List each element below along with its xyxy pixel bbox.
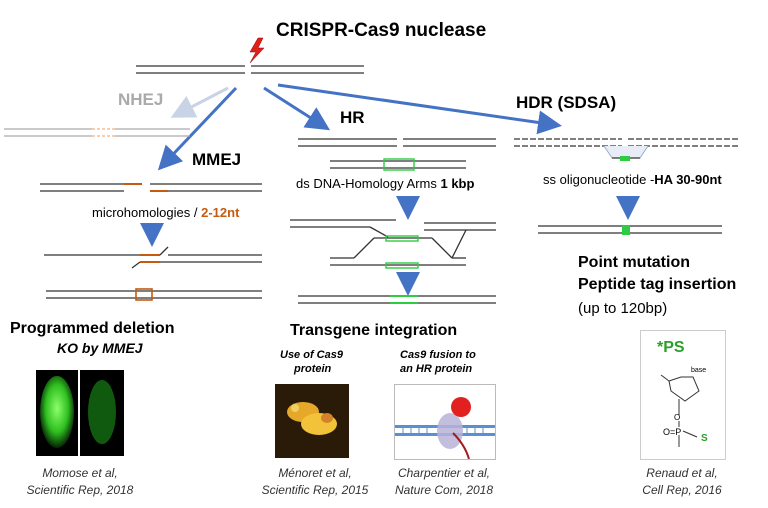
arrow-to-hdr [277,83,562,135]
mmej-note-prefix: microhomologies / [92,205,202,220]
hr-left-citation-line2: Scientific Rep, 2015 [261,483,369,497]
base-label: base [691,367,707,374]
hr-left-caption-line1: Use of Cas9 [280,349,343,361]
hr-left-citation: Ménoret et al, Scientific Rep, 2015 [260,465,370,499]
mmej-citation-line2: Scientific Rep, 2018 [26,483,134,497]
mmej-note-range: 2-12nt [201,205,240,220]
arrow-to-nhej [170,86,229,118]
hdr-repaired-dna [538,225,722,235]
hdr-broken-dna [514,138,740,161]
hdr-note-prefix: ss oligonucleotide - [543,172,655,187]
mmej-embryo-image-left [36,370,78,456]
s-label: S [701,433,708,444]
hr-outcome-title: Transgene integration [290,322,458,339]
hr-right-caption-line1: Cas9 fusion to [400,349,476,361]
hr-left-caption-line2: protein [294,363,332,375]
label-nhej: NHEJ [118,90,164,109]
hr-invasion-dna [290,219,496,269]
hr-right-caption: Cas9 fusion to an HR protein [400,348,476,376]
target-dna [136,65,364,74]
hdr-outcome-line1: Point mutation [578,254,690,271]
hdr-citation-line2: Cell Rep, 2016 [642,483,722,497]
mmej-repaired-dna [46,288,262,301]
hdr-citation: Renaud et al, Cell Rep, 2016 [620,465,744,499]
hdr-note-size: HA 30-90nt [654,172,722,187]
mmej-note: microhomologies / 2-12nt [92,205,239,220]
hr-note: ds DNA-Homology Arms 1 kbp [296,176,474,191]
mmej-outcome-sub: KO by MMEJ [57,340,143,356]
op-label: O=P [663,427,682,437]
hr-right-citation-line2: Nature Com, 2018 [394,483,494,497]
hr-right-citation-line1: Charpentier et al, [397,466,491,480]
hr-donor-dna [330,158,466,171]
mmej-citation: Momose et al, Scientific Rep, 2018 [20,465,140,499]
o-label: O [674,413,681,422]
lightning-icon [249,37,265,64]
hr-mice-photo [275,384,349,458]
arrow-to-hr [263,86,331,131]
page-title: CRISPR-Cas9 nuclease [276,20,487,41]
nhej-dna [4,128,190,137]
hr-repaired-dna [298,295,496,304]
hr-left-citation-line1: Ménoret et al, [278,466,352,480]
mmej-citation-line1: Momose et al, [42,466,118,480]
hr-note-size: 1 kbp [440,176,475,191]
hdr-note: ss oligonucleotide -HA 30-90nt [543,172,722,187]
hdr-citation-line1: Renaud et al, [646,466,718,480]
hr-right-citation: Charpentier et al, Nature Com, 2018 [384,465,504,499]
hdr-outcome-line2: Peptide tag insertion [578,276,737,293]
arrow-to-mmej [157,86,238,171]
mmej-annealing-dna [44,246,262,269]
label-hr: HR [340,108,365,127]
hr-right-caption-line2: an HR protein [400,363,473,375]
mmej-outcome-title: Programmed deletion [10,320,175,337]
label-mmej: MMEJ [192,150,242,169]
hr-left-caption: Use of Cas9 protein [280,348,343,376]
hdr-outcome-line3: (up to 120bp) [578,300,668,317]
ps-label: *PS [657,339,685,356]
mmej-embryo-image-right [80,370,124,456]
hdr-ps-structure: *PS base O O=P S [640,330,726,460]
hr-broken-dna [298,138,496,147]
hr-fusion-schematic [394,384,496,460]
label-hdr: HDR (SDSA) [516,93,617,112]
mmej-broken-dna [40,183,262,192]
hr-note-prefix: ds DNA-Homology Arms [296,176,441,191]
